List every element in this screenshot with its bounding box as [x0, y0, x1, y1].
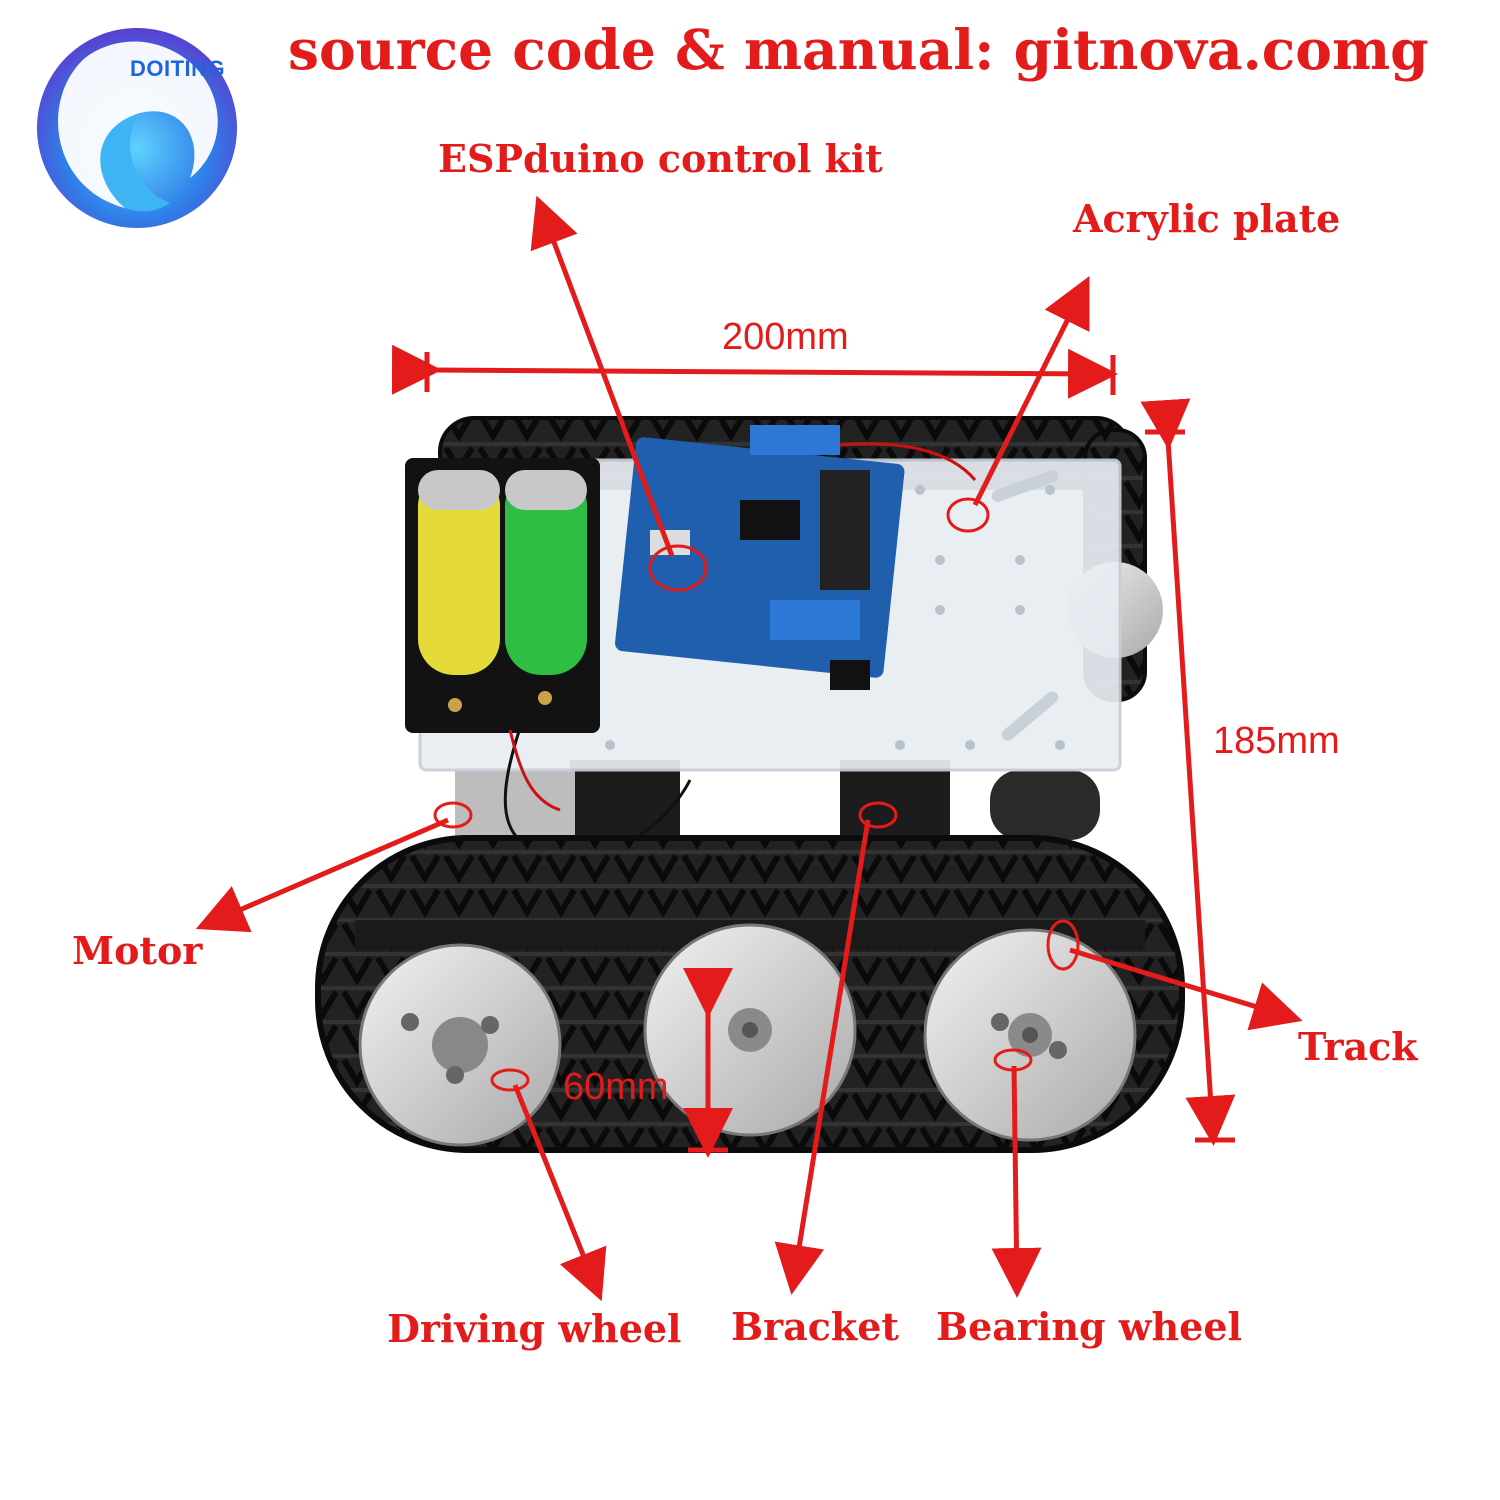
dimension-wheel: 60mm: [563, 1066, 669, 1108]
wheels: [358, 923, 1137, 1147]
highlight-circles: [433, 497, 1080, 1092]
driving-wheel: [358, 943, 562, 1147]
label-espduino-control-kit: ESPduino control kit: [438, 136, 883, 181]
headline: source code & manual: gitnova.comg: [288, 17, 1429, 82]
dimension-width: 200mm: [722, 316, 849, 358]
dimension-lines: [391, 344, 1236, 1158]
logo-swirl-icon: [37, 28, 237, 228]
battery-pack: [405, 458, 600, 733]
espduino-board: [615, 425, 905, 690]
label-driving-wheel: Driving wheel: [387, 1306, 682, 1351]
label-acrylic-plate: Acrylic plate: [1073, 196, 1341, 241]
dimension-height: 185mm: [1213, 720, 1340, 762]
bearing-wheel: [923, 928, 1137, 1142]
logo-text: DOITING: [130, 56, 226, 81]
label-track: Track: [1298, 1024, 1418, 1069]
label-motor: Motor: [72, 928, 203, 973]
brand-logo: DOITING: [30, 18, 245, 233]
label-bearing-wheel: Bearing wheel: [936, 1304, 1242, 1349]
label-bracket: Bracket: [731, 1304, 899, 1349]
annotation-arrows: [195, 195, 1303, 1302]
